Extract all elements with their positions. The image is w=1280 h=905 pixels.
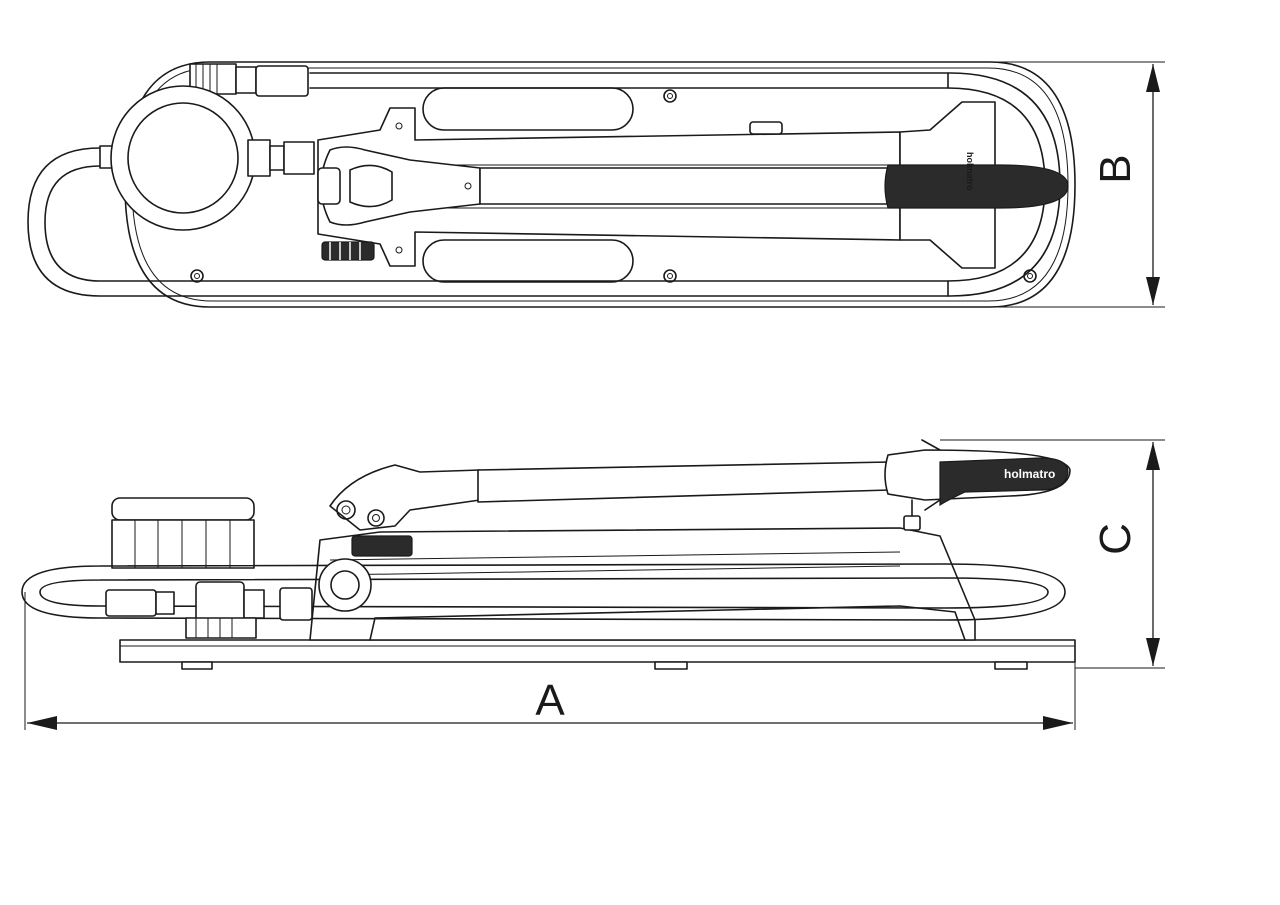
dimension-b: B: [990, 61, 1165, 308]
bottom-slot: [422, 239, 634, 283]
release-wheel-side: [318, 558, 372, 612]
brand-logo-text: holmatro: [1004, 467, 1055, 481]
side-view-hose-inner: [39, 577, 1049, 609]
lever-arm-side: [477, 461, 891, 503]
lever-pivot-side: [329, 464, 481, 531]
mounting-holes: [190, 89, 1037, 283]
dimension-c-label: C: [1091, 523, 1140, 555]
lever-arm-top: [479, 167, 891, 205]
side-view-hose-outer: [21, 563, 1066, 621]
side-hose-fitting: [105, 589, 157, 617]
side-view-base-plate: [119, 639, 1076, 663]
top-slot: [422, 87, 634, 131]
top-view: holmatro: [27, 61, 1076, 308]
dimension-a-label: A: [535, 676, 565, 725]
gauge-cap: [111, 497, 255, 521]
pressure-gauge-outer: [110, 85, 256, 231]
side-view: holmatro: [21, 439, 1076, 670]
release-valve-knob: [321, 241, 375, 261]
dimension-b-label: B: [1091, 154, 1140, 183]
svg-text:holmatro: holmatro: [965, 152, 975, 191]
top-view-hose-inner: [44, 87, 1046, 282]
dimension-a: A: [24, 592, 1076, 730]
pump-housing-side: [309, 527, 976, 641]
handle-grip-top: [884, 164, 1069, 209]
gauge-body-side: [111, 519, 255, 569]
top-view-hose-outer: [27, 72, 1061, 297]
pressure-gauge-dial: [127, 102, 239, 214]
dimension-c: C: [940, 439, 1165, 669]
